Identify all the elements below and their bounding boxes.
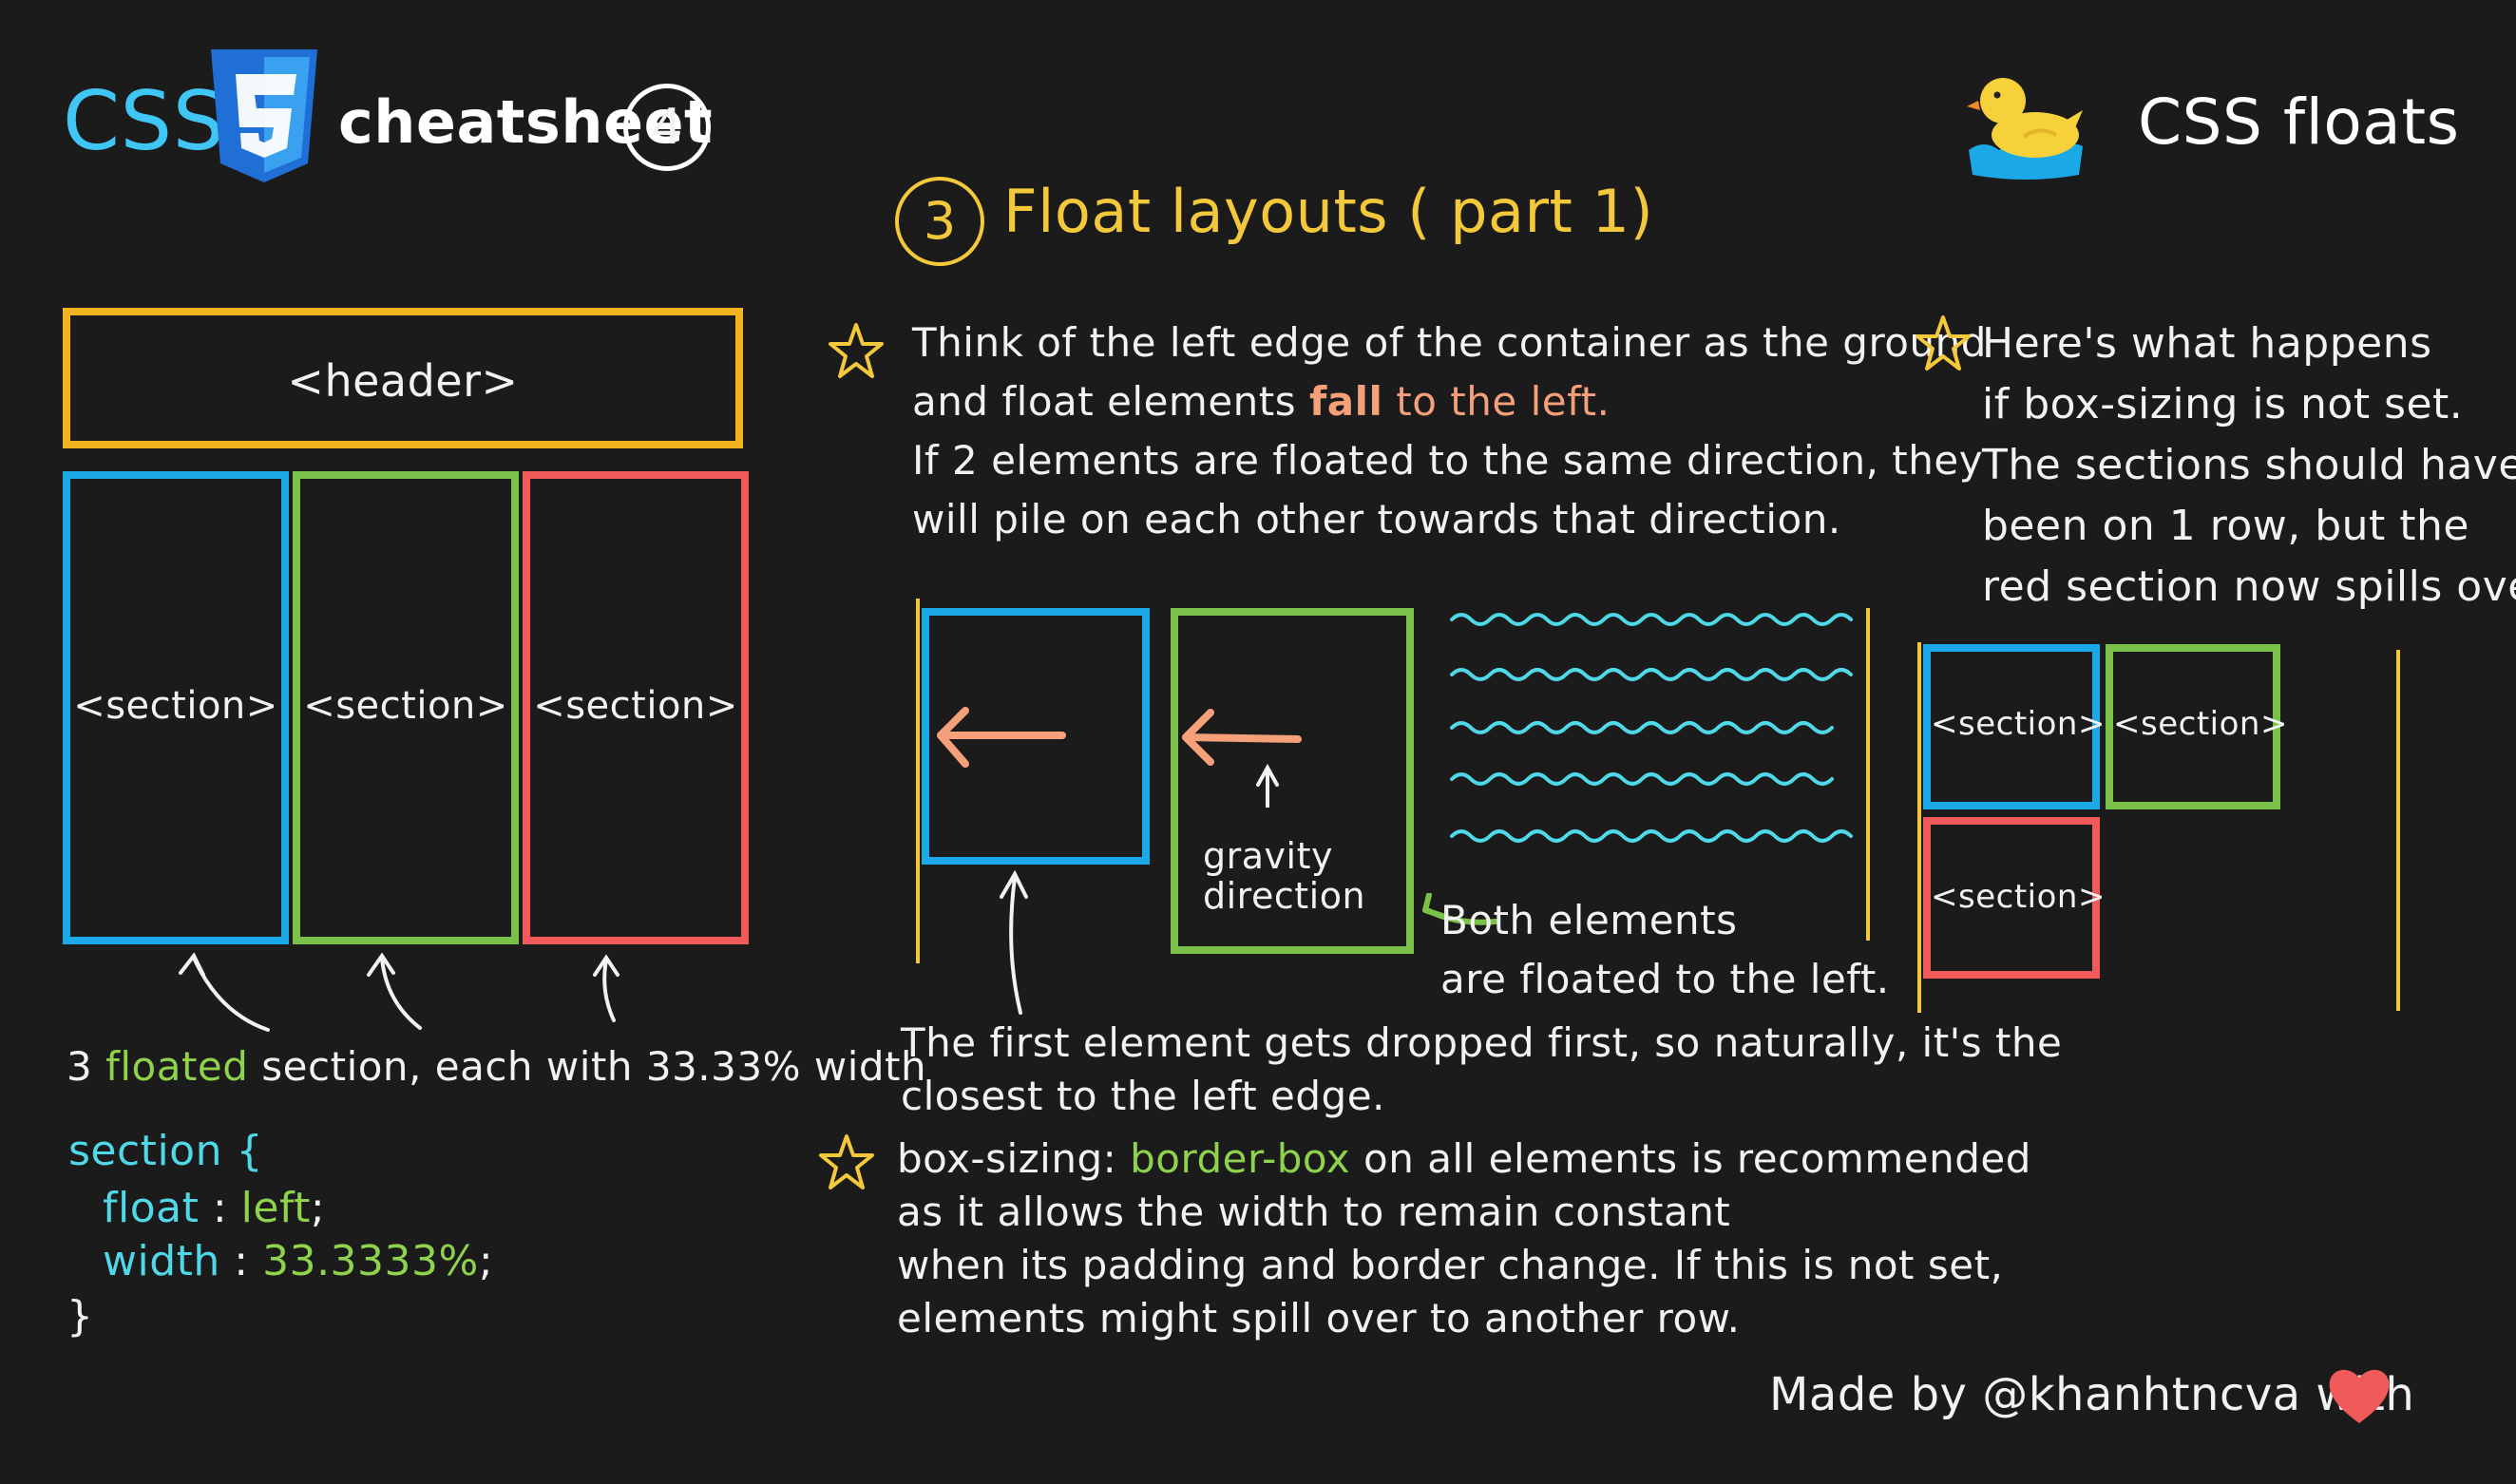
pointer-arrows (179, 952, 619, 1032)
section-box-red: <section> (1923, 817, 2106, 979)
duck-icon (1967, 78, 2083, 180)
first-element-arrow (1000, 869, 1028, 1015)
first-element-note: The first element gets dropped first, so… (901, 1017, 2062, 1123)
gravity-direction-label: gravity direction (1203, 836, 1365, 916)
both-floated-note: Both elements are floated to the left. (1440, 891, 1890, 1009)
text-segment: and float elements (912, 378, 1309, 425)
text-line: and float elements fall to the left. (912, 372, 1987, 431)
text-line: Both elements (1440, 897, 1738, 943)
container-right-edge (2396, 650, 2400, 1011)
text-line: when its padding and border change. If t… (897, 1242, 2004, 1288)
text-line: box-sizing: border-box on all elements i… (897, 1132, 2031, 1186)
float-ground-explanation: Think of the left edge of the container … (912, 314, 1987, 549)
text-line: as it allows the width to remain constan… (897, 1189, 1731, 1235)
section-box-green: <section> (2106, 644, 2288, 809)
text-line: will pile on each other towards that dir… (912, 496, 1841, 542)
code-line-float: float : left; (103, 1184, 326, 1232)
code-close: } (67, 1292, 94, 1341)
container-right-edge (1866, 608, 1870, 941)
cheatsheet-number: 4 (623, 84, 711, 171)
code-value: 33.3333% (262, 1237, 479, 1285)
text-line: direction (1203, 875, 1366, 917)
section-box-red: <section> (523, 471, 749, 944)
text-line: closest to the left edge. (901, 1073, 1385, 1119)
header-box: <header> (63, 308, 743, 448)
section-box-blue: <section> (1923, 644, 2106, 809)
made-by-credit: Made by @khanhtncva with (1769, 1368, 2415, 1421)
code-prop: float (103, 1184, 200, 1232)
header-label: <header> (287, 355, 519, 407)
star-icon (1916, 315, 1971, 371)
section-label: <section> (1931, 705, 2106, 743)
section-label: <section> (1931, 878, 2106, 916)
code-selector: section { (68, 1127, 263, 1175)
text-line: elements might spill over to another row… (897, 1295, 1741, 1341)
floated-box-blue (922, 608, 1150, 865)
code-prop: width (103, 1237, 220, 1285)
section-number: 3 (895, 177, 984, 266)
section-label: <section> (73, 684, 278, 728)
css3-shield-icon (211, 49, 317, 182)
border-box-highlight: border-box (1130, 1135, 1351, 1182)
section-box-blue: <section> (63, 471, 289, 944)
box-sizing-warning: Here's what happens if box-sizing is not… (1982, 314, 2516, 618)
container-left-edge (916, 599, 920, 963)
text-line: gravity (1203, 835, 1333, 877)
section-label: <section> (533, 684, 738, 728)
text-line: red section now spills over. (1982, 562, 2516, 611)
container-left-edge (1917, 642, 1921, 1013)
text-line: If 2 elements are floated to the same di… (912, 437, 1984, 484)
section-title: Float layouts ( part 1) (1003, 177, 1654, 246)
caption-prefix: 3 (67, 1043, 106, 1090)
to-the-left-highlight: to the left. (1382, 378, 1611, 425)
section-label: <section> (303, 684, 508, 728)
text-line: Think of the left edge of the container … (912, 319, 1987, 366)
box-sizing-tip: box-sizing: border-box on all elements i… (897, 1132, 2031, 1345)
text-line: are floated to the left. (1440, 956, 1890, 1002)
code-value: left (240, 1184, 311, 1232)
star-icon (819, 1134, 874, 1189)
text-segment: on all elements is recommended (1350, 1135, 2031, 1182)
text-flow-squiggles (1450, 613, 1853, 843)
star-icon (829, 323, 884, 378)
floated-caption: 3 floated section, each with 33.33% widt… (67, 1043, 926, 1090)
left-arrow-icons (937, 707, 1302, 808)
green-pointer-arrow (1422, 893, 1498, 925)
text-segment: box-sizing: (897, 1135, 1131, 1182)
caption-suffix: section, each with 33.33% width (248, 1043, 927, 1090)
css-word: CSS (63, 74, 225, 169)
topic-title: CSS floats (2138, 86, 2460, 159)
text-line: The first element gets dropped first, so… (901, 1019, 2063, 1066)
text-line: The sections should have (1982, 441, 2516, 489)
text-line: if box-sizing is not set. (1982, 380, 2464, 428)
text-line: been on 1 row, but the (1982, 502, 2469, 550)
fall-highlight: fall (1309, 378, 1383, 425)
section-box-green: <section> (293, 471, 519, 944)
floated-box-green (1171, 608, 1414, 954)
heart-icon (2329, 1369, 2390, 1423)
caption-highlight: floated (105, 1043, 249, 1090)
section-label: <section> (2113, 705, 2288, 743)
code-line-width: width : 33.3333%; (103, 1237, 494, 1285)
text-line: Here's what happens (1982, 319, 2432, 368)
